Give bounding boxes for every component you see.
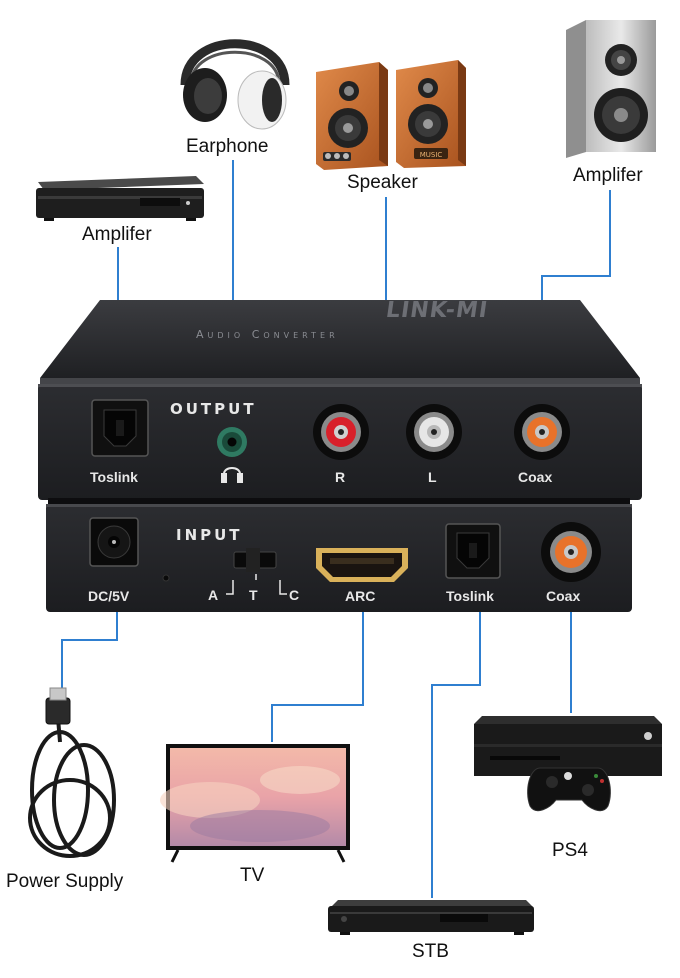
tv-icon bbox=[160, 744, 350, 863]
speaker-label: Speaker bbox=[347, 172, 418, 193]
ps4-icon bbox=[474, 716, 662, 812]
speaker-icon: MUSIC bbox=[316, 60, 466, 170]
switch-t-label: T bbox=[249, 587, 258, 603]
coax-input-port bbox=[541, 522, 601, 582]
rca-left-label: L bbox=[428, 469, 437, 485]
earphone-label: Earphone bbox=[186, 136, 269, 157]
coax-output-label: Coax bbox=[518, 469, 553, 485]
coax-output-port bbox=[514, 404, 570, 460]
brand-logo: LINK-MI bbox=[384, 298, 490, 323]
mode-switch bbox=[226, 548, 287, 595]
hdmi-arc-port bbox=[316, 548, 408, 582]
line-stb-toslink bbox=[431, 595, 481, 898]
amplifier-speaker-icon bbox=[566, 20, 656, 158]
power-supply-icon bbox=[28, 687, 116, 858]
arc-label: ARC bbox=[345, 588, 376, 604]
led-indicator bbox=[162, 574, 170, 582]
rca-right-port bbox=[313, 404, 369, 460]
model-label: Audio Converter bbox=[196, 328, 339, 341]
coax-input-label: Coax bbox=[546, 588, 581, 604]
earphone-icon bbox=[180, 39, 290, 130]
input-section-label: INPUT bbox=[176, 526, 243, 544]
rca-left-port bbox=[406, 404, 462, 460]
amplifier-box-icon bbox=[36, 176, 204, 221]
switch-c-label: C bbox=[289, 587, 300, 603]
line-tv-arc bbox=[271, 595, 364, 742]
amplifier-left-label: Amplifer bbox=[82, 224, 152, 245]
headphone-icon bbox=[221, 467, 243, 483]
stb-label: STB bbox=[412, 941, 449, 962]
tv-label: TV bbox=[240, 865, 265, 886]
amplifier-right-label: Amplifer bbox=[573, 165, 643, 186]
output-section-label: OUTPUT bbox=[170, 400, 257, 418]
dc-power-port bbox=[89, 517, 139, 567]
headphone-jack-port bbox=[217, 427, 247, 457]
switch-a-label: A bbox=[208, 587, 219, 603]
rca-right-label: R bbox=[335, 469, 346, 485]
toslink-input-label: Toslink bbox=[446, 588, 494, 604]
dc-label: DC/5V bbox=[88, 588, 130, 604]
power-supply-label: Power Supply bbox=[6, 871, 124, 892]
toslink-input-port bbox=[445, 523, 501, 579]
ps4-label: PS4 bbox=[552, 840, 588, 861]
svg-text:MUSIC: MUSIC bbox=[420, 151, 443, 159]
stb-icon bbox=[328, 900, 534, 935]
toslink-output-port bbox=[91, 399, 149, 457]
line-power-dc bbox=[61, 595, 118, 700]
toslink-output-label: Toslink bbox=[90, 469, 138, 485]
